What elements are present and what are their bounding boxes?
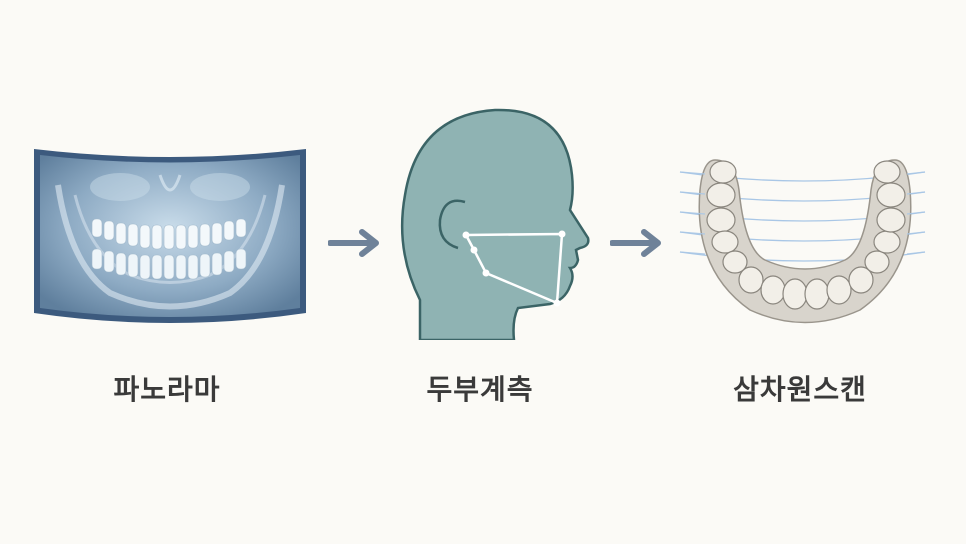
step-label-panorama: 파노라마 bbox=[113, 373, 221, 406]
panoramic-xray-panel bbox=[30, 145, 310, 330]
cephalometric-panel bbox=[400, 100, 600, 340]
dental-scan-panel bbox=[675, 150, 935, 335]
arrow-right-icon-1 bbox=[328, 228, 384, 258]
head-profile-icon bbox=[400, 108, 590, 340]
panoramic-xray-icon bbox=[34, 149, 306, 323]
step-label-3d-scan: 삼차원스캔 bbox=[733, 373, 867, 406]
arrow-right-icon-2 bbox=[610, 228, 666, 258]
dental-arch-icon bbox=[679, 159, 926, 324]
step-label-cephalometric: 두부계측 bbox=[426, 373, 534, 406]
